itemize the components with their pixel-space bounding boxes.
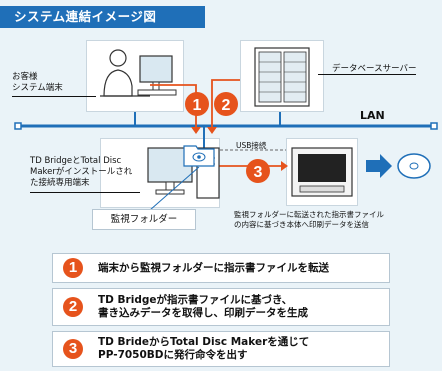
transfer-note: 監視フォルダーに転送された指示書ファイル の内容に基づき本体へ印刷データを送信 [234, 210, 384, 229]
disc-icon [397, 153, 431, 179]
step-3-number: 3 [63, 339, 83, 359]
lan-end-left [14, 122, 22, 130]
customer-terminal-label: お客様 システム端末 [12, 72, 63, 93]
step-3: 3 TD BrideからTotal Disc Makerを通じて PP-7050… [52, 331, 390, 367]
customer-user-icon [100, 49, 150, 97]
badge-3: 3 [246, 159, 270, 183]
lan-end-right [430, 122, 438, 130]
lan-label: LAN [360, 109, 385, 122]
badge-1: 1 [185, 92, 209, 116]
step-2-number: 2 [63, 297, 83, 317]
customer-label-line [12, 96, 96, 97]
customer-computer-icon [137, 55, 177, 96]
td-terminal-label-line [30, 192, 140, 193]
monitor-folder-label: 監視フォルダー [92, 209, 196, 230]
step-1: 1 端末から監視フォルダーに指示書ファイルを転送 [52, 253, 390, 283]
folder-pointer [149, 166, 200, 211]
database-server-icon [254, 47, 310, 107]
svg-text:1: 1 [193, 97, 202, 114]
diagram-title: システム連結イメージ図 [0, 6, 205, 28]
step-1-number: 1 [63, 258, 83, 278]
svg-text:2: 2 [222, 97, 231, 114]
step-1-text: 端末から監視フォルダーに指示書ファイルを転送 [98, 262, 329, 274]
badge-2: 2 [214, 92, 238, 116]
step-2-text: TD Bridgeが指示書ファイルに基づき、 書き込みデータを取得し、印刷データ… [98, 294, 308, 319]
database-server-label: データベースサーバー [332, 64, 417, 74]
output-arrow [366, 154, 392, 178]
td-terminal-label: TD BridgeとTotal Disc Makerがインストールされ た接続専… [30, 156, 133, 188]
svg-text:3: 3 [254, 164, 263, 181]
usb-label: USB接続 [236, 141, 267, 150]
step-3-text: TD BrideからTotal Disc Makerを通じて PP-7050BD… [98, 336, 310, 361]
disc-publisher-icon [291, 147, 353, 197]
step-2: 2 TD Bridgeが指示書ファイルに基づき、 書き込みデータを取得し、印刷デ… [52, 288, 390, 326]
database-label-line [318, 74, 416, 75]
monitor-folder-icon [183, 145, 215, 167]
